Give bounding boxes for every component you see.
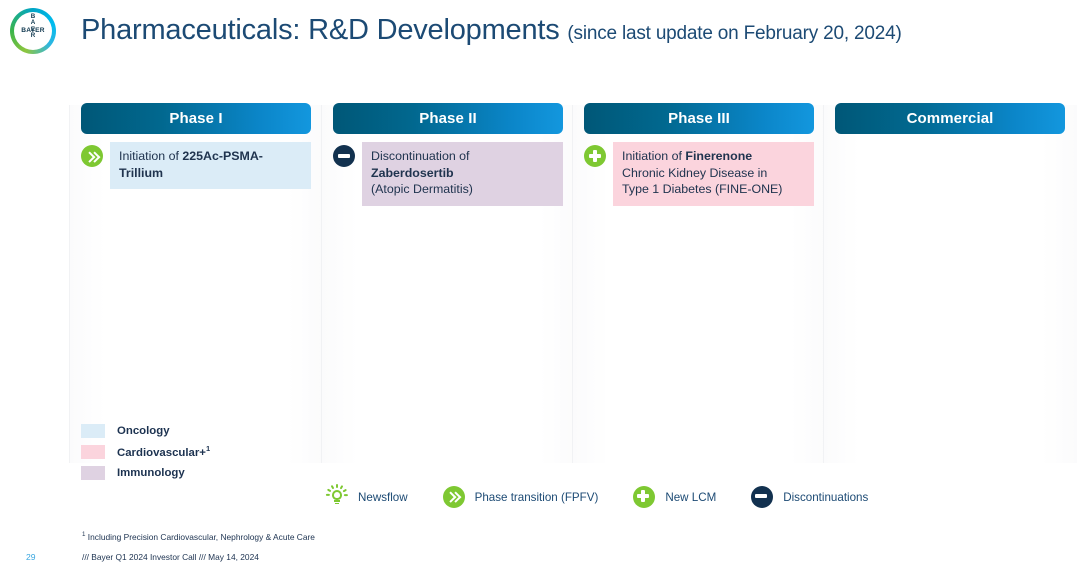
discontinuation-icon — [750, 485, 774, 509]
bulb-base-lower — [334, 502, 340, 505]
symbol-legend-label-phase-transition: Phase transition (FPFV) — [474, 490, 599, 504]
card-text-prefix: Initiation of — [119, 149, 183, 163]
new-lcm-icon-circle — [584, 145, 606, 167]
legend-label-cardiovascular-superscript: 1 — [205, 444, 211, 454]
phase-header-commercial[interactable]: Commercial — [835, 103, 1065, 134]
newsflow-bulb-icon — [325, 484, 349, 509]
symbol-legend-label-discontinuations: Discontinuations — [783, 490, 869, 504]
phase-header-phase-iii[interactable]: Phase III — [584, 103, 814, 134]
column-background — [823, 105, 1077, 463]
legend-swatch-cardiovascular — [81, 444, 105, 459]
discontinuation-icon — [333, 145, 355, 167]
discontinuation-icon-circle — [333, 145, 355, 167]
card-text-prefix: Initiation of — [622, 149, 686, 163]
phase-header-phase-i[interactable]: Phase I — [81, 103, 311, 134]
card-text-bold: Finerenone — [685, 149, 753, 163]
bulb-glass — [332, 490, 342, 500]
symbol-legend-label-newsflow: Newsflow — [358, 490, 408, 504]
legend-label-oncology: Oncology — [117, 424, 170, 437]
minus-icon — [338, 154, 350, 158]
column-phase-ii: Phase II Discontinuation of Zaberdoserti… — [321, 95, 575, 465]
legend-item-cardiovascular: Cardiovascular+1 — [81, 442, 311, 461]
card-row[interactable]: Discontinuation of Zaberdosertib (Atopic… — [333, 142, 563, 206]
phase-transition-icon — [81, 145, 103, 167]
column-phase-iii: Phase III Initiation of Finerenone Chron… — [572, 95, 826, 465]
phase-transition-icon-circle — [442, 486, 465, 508]
footnote: 1 Including Precision Cardiovascular, Ne… — [82, 531, 315, 542]
symbol-legend-item-new-lcm: New LCM — [632, 485, 716, 509]
phase-columns: Phase I Initiation of 225Ac-PSMA-Trilliu… — [0, 95, 1080, 465]
category-legend: Oncology Cardiovascular+1 Immunology — [81, 421, 311, 484]
symbol-legend: Newsflow Phase transition (FPFV) New LCM… — [325, 484, 868, 509]
card-text-line-3: (Atopic Dermatitis) — [371, 182, 473, 196]
page-title: Pharmaceuticals: R&D Developments (since… — [81, 14, 902, 47]
page-title-subtitle: (since last update on February 20, 2024) — [567, 23, 902, 44]
new-lcm-icon — [584, 145, 606, 167]
card-row[interactable]: Initiation of 225Ac-PSMA-Trillium — [81, 142, 311, 189]
card-row[interactable]: Initiation of Finerenone Chronic Kidney … — [584, 142, 814, 206]
minus-icon — [755, 494, 768, 498]
page-number: 29 — [26, 552, 36, 562]
phase-transition-icon — [442, 485, 466, 509]
legend-swatch-oncology — [81, 423, 105, 438]
card-text: Initiation of Finerenone Chronic Kidney … — [613, 142, 814, 206]
phase-transition-icon-circle — [81, 145, 103, 167]
legend-label-immunology: Immunology — [117, 466, 185, 479]
footnote-marker: 1 — [82, 531, 86, 538]
discontinuation-icon-circle — [751, 486, 774, 508]
legend-label-cardiovascular-text: Cardiovascular+ — [117, 446, 206, 459]
plus-icon-vertical — [641, 490, 646, 502]
plus-icon-vertical — [592, 150, 598, 162]
footer-source-line: /// Bayer Q1 2024 Investor Call /// May … — [82, 552, 259, 562]
footnote-text: Including Precision Cardiovascular, Neph… — [85, 531, 315, 542]
bulb-base — [333, 500, 341, 502]
column-phase-i: Phase I Initiation of 225Ac-PSMA-Trilliu… — [69, 95, 323, 465]
legend-item-immunology: Immunology — [81, 463, 311, 482]
symbol-legend-item-newsflow: Newsflow — [325, 484, 408, 509]
column-commercial: Commercial — [823, 95, 1077, 465]
card-text-bold: 225Ac-PSMA-Trillium — [119, 149, 263, 180]
bayer-logo-horizontal-letters: BAYER — [21, 27, 45, 34]
symbol-legend-item-phase-transition: Phase transition (FPFV) — [442, 485, 599, 509]
card-text-line-2: Zaberdosertib — [371, 165, 454, 180]
new-lcm-icon — [632, 485, 656, 509]
legend-item-oncology: Oncology — [81, 421, 311, 440]
phase-header-phase-ii[interactable]: Phase II — [333, 103, 563, 134]
symbol-legend-item-discontinuations: Discontinuations — [750, 485, 868, 509]
card-text-line-2: Chronic Kidney Disease in — [622, 165, 768, 180]
new-lcm-icon-circle — [633, 486, 656, 508]
symbol-legend-label-new-lcm: New LCM — [665, 490, 717, 504]
card-text: Discontinuation of Zaberdosertib (Atopic… — [362, 142, 563, 206]
page-title-main: Pharmaceuticals: R&D Developments — [81, 14, 560, 46]
card-text-line-1: Discontinuation of — [371, 149, 470, 163]
card-text: Initiation of 225Ac-PSMA-Trillium — [110, 142, 311, 189]
bulb-rays — [325, 484, 349, 509]
card-text-line-3: Type 1 Diabetes (FINE-ONE) — [622, 182, 783, 196]
legend-swatch-immunology — [81, 465, 105, 480]
legend-label-cardiovascular: Cardiovascular+1 — [117, 444, 210, 459]
